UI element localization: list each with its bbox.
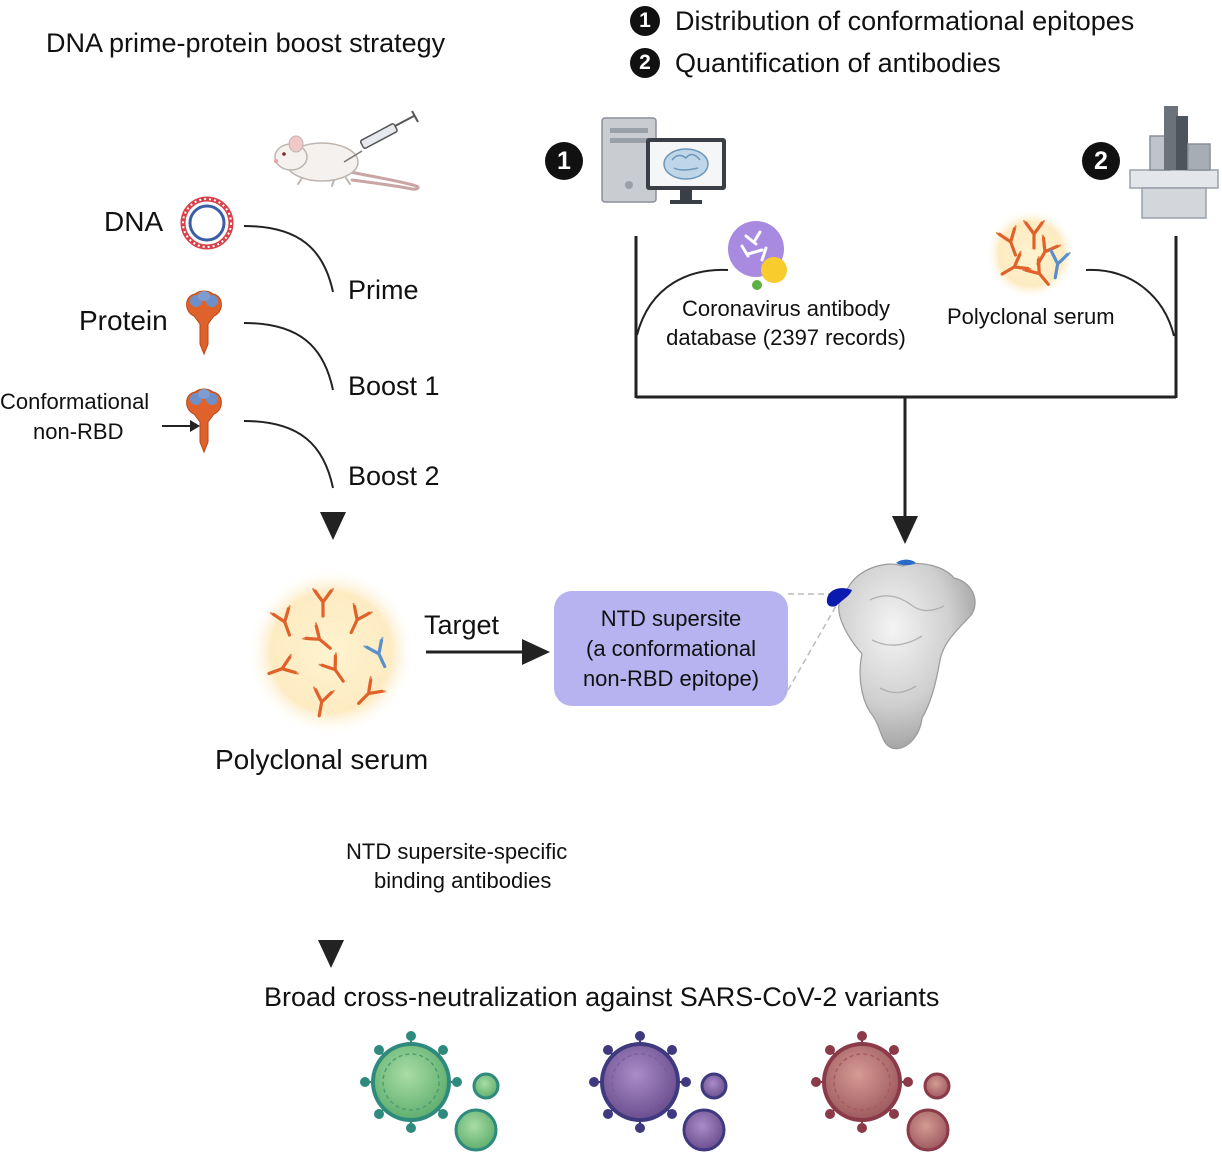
target-label: Target xyxy=(424,610,500,640)
binding-label-line1: NTD supersite-specific xyxy=(346,839,568,864)
small-serum-icon xyxy=(986,209,1076,299)
supersite-label-line1: NTD supersite xyxy=(600,606,742,631)
mouse-icon xyxy=(274,135,420,191)
conformational-label-line1: Conformational xyxy=(0,389,150,414)
input-label-dna: DNA xyxy=(104,206,164,237)
protein-connector-curve xyxy=(243,322,334,391)
polyclonal-serum-icon xyxy=(247,568,415,736)
virus-purple-icon xyxy=(589,1031,728,1152)
step-prime: Prime xyxy=(348,275,419,305)
outcome-result-label: Broad cross-neutralization against SARS-… xyxy=(264,982,940,1012)
protein-spike-icon xyxy=(186,290,222,355)
syringe-icon xyxy=(343,110,419,163)
analysis-serum-label: Polyclonal serum xyxy=(947,304,1115,329)
input-label-protein: Protein xyxy=(79,305,168,336)
supersite-box xyxy=(554,591,788,706)
supersite-label-line2: (a conformational xyxy=(586,636,756,661)
timeline-arrowhead xyxy=(320,512,346,540)
legend-label-2: Quantification of antibodies xyxy=(675,48,1001,78)
conformational-spike-icon xyxy=(186,388,222,453)
database-icon xyxy=(728,221,787,290)
computer-icon xyxy=(601,117,726,204)
step-boost-1: Boost 1 xyxy=(348,371,440,401)
analysis-marker-2: 2 xyxy=(1082,142,1120,180)
zoom-line-bottom xyxy=(787,605,837,691)
outcome-arrowhead xyxy=(318,940,344,968)
conformational-connector-curve xyxy=(243,420,334,489)
database-connector-curve xyxy=(636,268,729,336)
binding-label-line2: binding antibodies xyxy=(374,868,552,893)
legend-badge-2: 2 xyxy=(630,48,660,78)
polyclonal-serum-label: Polyclonal serum xyxy=(215,744,429,775)
legend-badge-1: 1 xyxy=(630,6,660,36)
virus-green-icon xyxy=(360,1031,500,1152)
analysis-marker-1: 1 xyxy=(545,142,583,180)
supersite-label-line3: non-RBD epitope) xyxy=(582,666,760,691)
conformational-pointer-arrowhead xyxy=(190,420,200,432)
legend-label-1: Distribution of conformational epitopes xyxy=(675,6,1135,36)
serum-connector-curve xyxy=(1085,268,1175,337)
database-label-line2: database (2397 records) xyxy=(666,325,906,350)
database-label-line1: Coronavirus antibody xyxy=(682,296,890,321)
analysis-down-arrowhead xyxy=(892,516,918,544)
virus-red-icon xyxy=(811,1031,951,1152)
microscope-icon xyxy=(1129,106,1219,219)
spike-protein-surface-icon xyxy=(826,559,976,750)
step-boost-2: Boost 2 xyxy=(348,461,440,491)
conformational-label-line2: non-RBD xyxy=(33,419,124,444)
dna-connector-curve xyxy=(243,225,334,293)
dna-plasmid-icon xyxy=(180,196,234,250)
target-arrowhead xyxy=(522,639,550,665)
diagram-title: DNA prime-protein boost strategy xyxy=(46,28,446,58)
